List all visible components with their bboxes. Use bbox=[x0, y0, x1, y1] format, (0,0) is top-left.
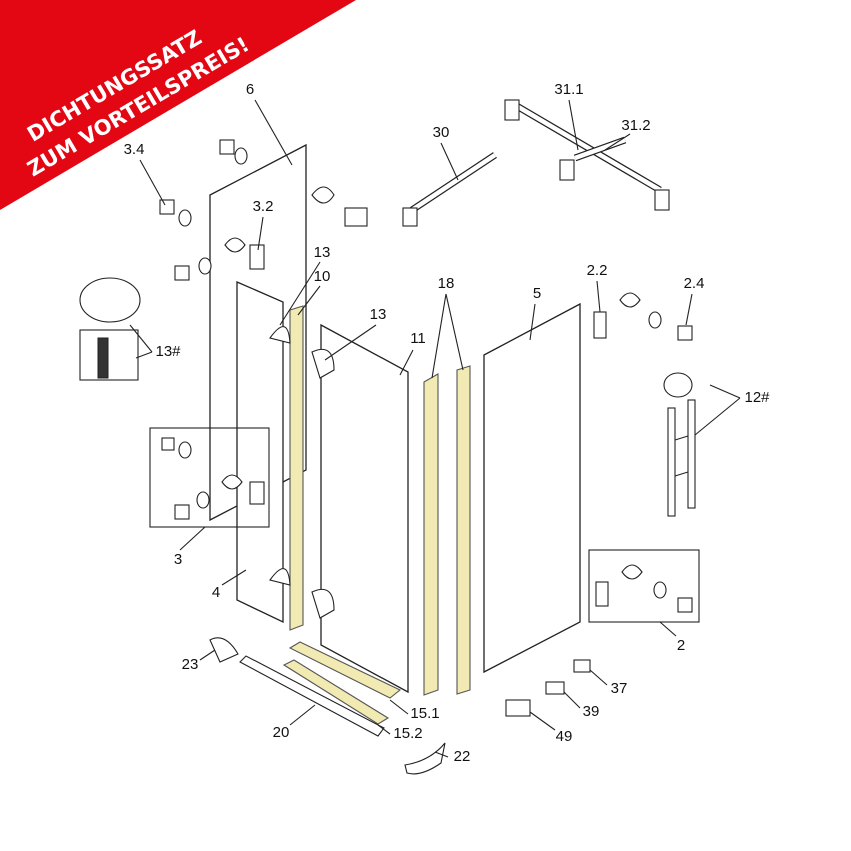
label-18: 18 bbox=[438, 275, 455, 292]
part-39 bbox=[545, 681, 565, 695]
label-39: 39 bbox=[583, 703, 600, 720]
seal-15-2 bbox=[282, 659, 390, 725]
hinge-13-hash bbox=[79, 277, 141, 381]
label-31-2: 31.2 bbox=[621, 117, 650, 134]
handle-12-hash bbox=[663, 372, 696, 517]
label-13-hash: 13# bbox=[155, 343, 181, 360]
part-37 bbox=[573, 659, 591, 673]
label-10: 10 bbox=[314, 268, 331, 285]
glass-panel-4 bbox=[236, 281, 284, 624]
cap-23 bbox=[209, 637, 239, 663]
label-2: 2 bbox=[677, 637, 685, 654]
label-15-2: 15.2 bbox=[393, 725, 422, 742]
seal-15-1 bbox=[288, 641, 402, 699]
seal-18a bbox=[423, 373, 439, 696]
seal-10 bbox=[289, 305, 304, 631]
leader-lines bbox=[129, 99, 741, 758]
stabilizer-31 bbox=[504, 99, 670, 211]
label-13b: 13 bbox=[370, 306, 387, 323]
label-2-2: 2.2 bbox=[587, 262, 608, 279]
label-3-2: 3.2 bbox=[253, 198, 274, 215]
cap-22 bbox=[404, 742, 446, 775]
label-5: 5 bbox=[533, 285, 541, 302]
banner-background bbox=[0, 0, 356, 210]
label-11: 11 bbox=[410, 330, 426, 347]
glass-panel-5 bbox=[483, 302, 581, 674]
label-12-hash: 12# bbox=[744, 389, 770, 406]
detail-box-2 bbox=[588, 549, 700, 623]
label-2-4: 2.4 bbox=[684, 275, 705, 292]
part-49 bbox=[505, 699, 531, 717]
label-31-1: 31.1 bbox=[554, 81, 583, 98]
hinges bbox=[269, 326, 335, 619]
glass-door-11 bbox=[320, 323, 409, 694]
label-30: 30 bbox=[433, 124, 450, 141]
label-4: 4 bbox=[212, 584, 220, 601]
stabilizer-30 bbox=[402, 152, 497, 227]
label-15-1: 15.1 bbox=[410, 705, 439, 722]
seal-18b bbox=[456, 365, 471, 695]
label-13a: 13 bbox=[314, 244, 331, 261]
detail-box-3 bbox=[149, 427, 270, 528]
label-22: 22 bbox=[454, 748, 471, 765]
fittings bbox=[159, 139, 693, 613]
label-20: 20 bbox=[273, 724, 290, 741]
threshold-20 bbox=[239, 655, 385, 737]
label-37: 37 bbox=[611, 680, 628, 697]
label-3: 3 bbox=[174, 551, 182, 568]
label-6: 6 bbox=[246, 81, 254, 98]
label-23: 23 bbox=[182, 656, 199, 673]
label-3-4: 3.4 bbox=[124, 141, 145, 158]
label-49: 49 bbox=[556, 728, 573, 745]
